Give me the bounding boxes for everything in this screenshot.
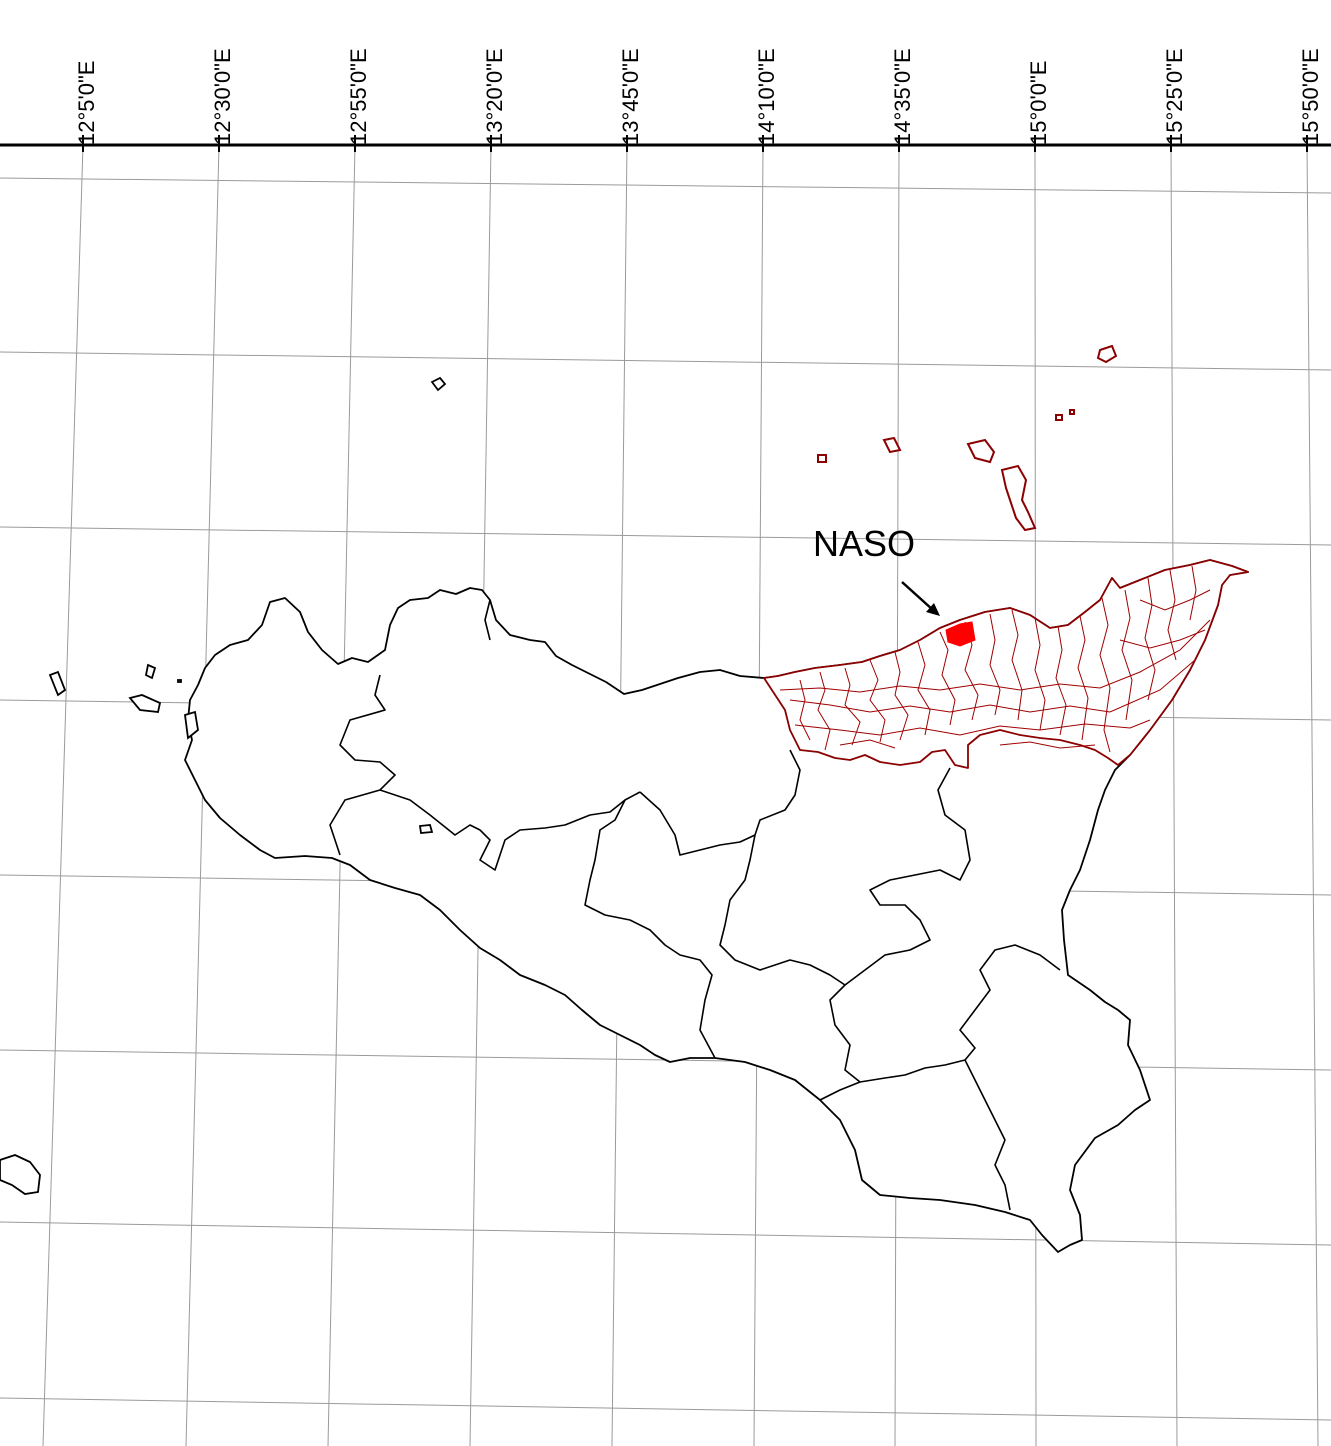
island-filicudi — [882, 436, 902, 454]
aeolian-islands — [817, 344, 1118, 532]
province-borders — [329, 599, 1061, 1211]
island-alicudi — [817, 454, 827, 463]
island-salina — [966, 438, 996, 464]
lon-tick-label: 14°35'0"E — [890, 48, 915, 145]
lon-tick-label: 15°50'0"E — [1298, 48, 1323, 145]
island-levanzo — [144, 663, 157, 680]
lon-tick-label: 12°55'0"E — [346, 48, 371, 145]
naso-highlight — [945, 621, 976, 647]
lon-tick-label: 14°10'0"E — [754, 48, 779, 145]
island-stromboli — [1096, 344, 1118, 364]
lon-tick-label: 13°45'0"E — [618, 48, 643, 145]
island-ustica — [430, 376, 447, 392]
island-panarea — [1055, 414, 1063, 421]
lon-tick-label: 15°0'0"E — [1026, 61, 1051, 145]
island-lipari — [1000, 464, 1037, 532]
naso-label: NASO — [813, 523, 915, 564]
longitude-axis: 12°5'0"E 12°30'0"E 12°55'0"E 13°20'0"E 1… — [0, 48, 1331, 152]
lon-tick-label: 13°20'0"E — [482, 48, 507, 145]
island-favignana — [128, 694, 162, 713]
pointer-arrow — [901, 581, 940, 616]
island-mozia — [184, 710, 199, 740]
island-marettimo — [48, 670, 67, 697]
island-formica — [177, 679, 182, 683]
island-pantelleria — [0, 1154, 41, 1195]
island-basiluzzo — [1069, 409, 1075, 415]
lon-tick-label: 15°25'0"E — [1162, 48, 1187, 145]
island-small-south — [418, 824, 434, 834]
islands — [0, 376, 447, 1195]
lon-tick-label: 12°5'0"E — [74, 61, 99, 145]
lon-tick-label: 12°30'0"E — [210, 48, 235, 145]
